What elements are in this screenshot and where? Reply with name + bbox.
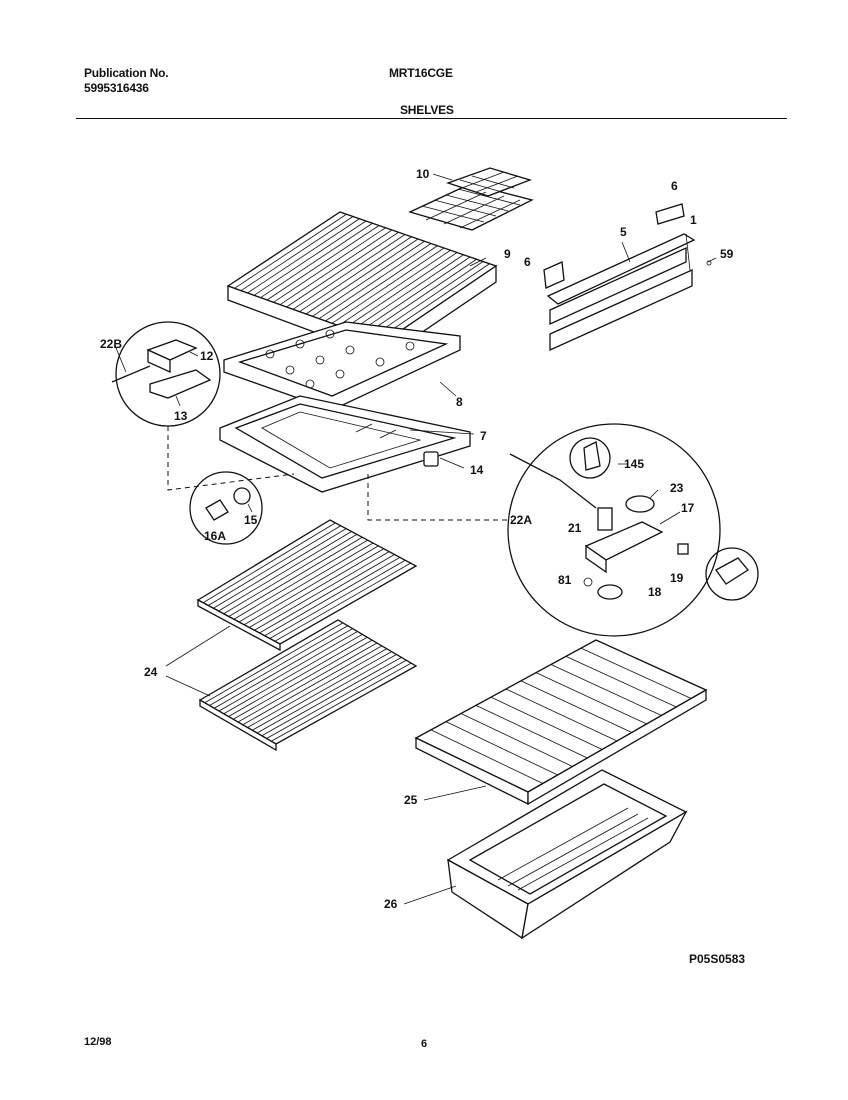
shelf-frame-lower-drawing [219, 395, 475, 493]
callout-9: 9 [504, 247, 511, 261]
callout-24: 24 [144, 665, 158, 679]
callout-17: 17 [681, 501, 695, 515]
switch-detail [705, 547, 759, 601]
callout-145: 145 [624, 457, 644, 471]
callout-10: 10 [416, 167, 430, 181]
callout-16A: 16A [204, 529, 226, 543]
callout-18: 18 [648, 585, 662, 599]
callout-19: 19 [670, 571, 684, 585]
callout-6b: 6 [524, 255, 531, 269]
callout-22B: 22B [100, 337, 122, 351]
callout-81: 81 [558, 573, 572, 587]
callout-6a: 6 [671, 179, 678, 193]
publication-label: Publication No. [84, 66, 169, 80]
figure-code: P05S0583 [689, 952, 746, 966]
wire-shelves-drawing [165, 519, 418, 752]
part-14-drawing [423, 451, 465, 469]
callout-21: 21 [568, 521, 582, 535]
detail-circle-right [507, 423, 721, 637]
detail-circle-left [111, 321, 221, 427]
dashed-leaders [167, 426, 512, 521]
callout-23: 23 [670, 481, 684, 495]
page-number: 6 [421, 1038, 428, 1050]
publication-date: 12/98 [84, 1036, 112, 1048]
callout-26: 26 [384, 897, 398, 911]
callout-5: 5 [620, 225, 627, 239]
callout-59: 59 [720, 247, 734, 261]
callout-12: 12 [200, 349, 214, 363]
callout-13: 13 [174, 409, 188, 423]
model-number: MRT16CGE [389, 66, 453, 80]
callout-22A: 22A [510, 513, 532, 527]
bulb-detail [189, 471, 263, 545]
section-title: SHELVES [400, 103, 454, 117]
crisper-cover-drawing [414, 639, 708, 806]
callout-8: 8 [456, 395, 463, 409]
callout-1: 1 [690, 213, 697, 227]
crisper-pan-drawing [403, 769, 688, 940]
shelf-rail-drawing [543, 203, 717, 352]
callout-25: 25 [404, 793, 418, 807]
callout-15: 15 [244, 513, 258, 527]
callout-14: 14 [470, 463, 484, 477]
shelf-frame-drawing [223, 321, 461, 411]
callout-7: 7 [480, 429, 487, 443]
publication-number: 5995316436 [84, 81, 149, 95]
ice-trays-drawing [408, 167, 534, 231]
header-rule [76, 118, 787, 119]
callout-labels: 10 6 1 5 9 6 59 22B 12 13 8 7 14 145 23 … [100, 167, 734, 911]
